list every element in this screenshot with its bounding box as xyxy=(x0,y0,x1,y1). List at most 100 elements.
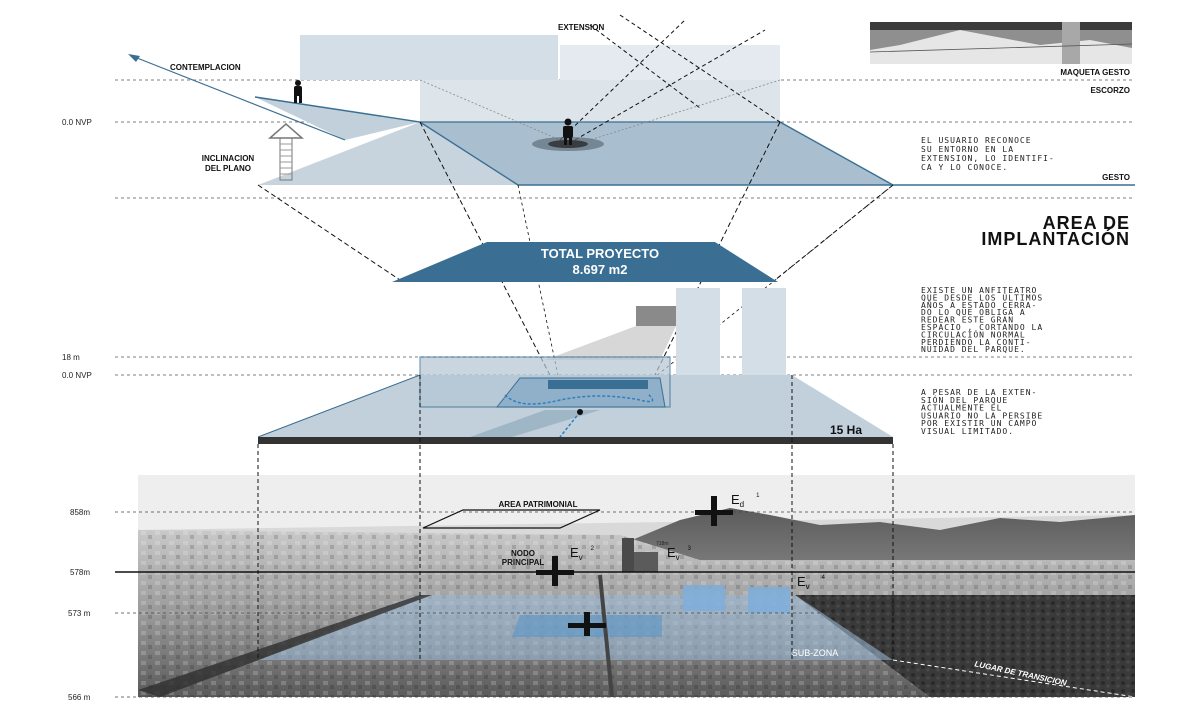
tower xyxy=(676,288,720,375)
ev3-marker: Ev3 xyxy=(667,545,692,562)
area-title-line1: AREA DE xyxy=(1043,213,1130,233)
ha-label: 15 Ha xyxy=(830,423,862,437)
ev2-marker: Ev2 xyxy=(570,545,595,562)
view-cone xyxy=(545,326,676,360)
gesto-outline xyxy=(254,96,893,186)
gesto-label: GESTO xyxy=(1102,173,1130,182)
transition-line xyxy=(892,659,1136,698)
note-line: QUE DESDE LOS ÚLTIMOS xyxy=(921,291,1043,302)
extension-box-2 xyxy=(420,80,780,122)
level-858-label: 858m xyxy=(70,508,90,517)
sight-line xyxy=(574,29,766,141)
note-line: CA Y LO CONOCE. xyxy=(921,163,1008,172)
building-block xyxy=(748,587,790,613)
projection-section: TOTAL PROYECTO 8.697 m2 AREA DE IMPLANTA… xyxy=(257,121,1130,386)
total-proyecto-label: TOTAL PROYECTO xyxy=(541,246,659,261)
level-578-label: 578m xyxy=(70,568,90,577)
note-line: PERDIENDO LA CONTI- xyxy=(921,338,1032,347)
nodo-label-2: PRINCIPAL xyxy=(502,558,545,567)
note-line: USUARIO NO LA PERSIBE xyxy=(921,411,1043,420)
note-line: ACTUALMENTE EL xyxy=(921,404,1002,413)
projection-line xyxy=(257,184,401,281)
person-icon xyxy=(294,80,302,103)
circulation-path xyxy=(504,393,654,405)
extension-box xyxy=(300,35,558,80)
note-line: NUIDAD DEL PARQUE. xyxy=(921,345,1026,354)
site-plane-edge xyxy=(257,374,421,438)
person-dot-icon xyxy=(577,409,583,415)
inclinacion-label: INCLINACION xyxy=(202,154,255,163)
area-patrimonial-outline xyxy=(422,509,601,529)
anfiteatro-stage xyxy=(548,380,648,389)
note-line: EXISTE UN ANFITEATRO xyxy=(921,286,1037,295)
escorzo-label: ESCORZO xyxy=(1090,86,1130,95)
inclinacion-label-2: DEL PLANO xyxy=(205,164,251,173)
middle-section: 18 m 0.0 NVP 15 Ha A PESAR DE LA EXTEN-S… xyxy=(62,288,1135,444)
site-plane-strip xyxy=(470,410,600,437)
maqueta-gesto-photo xyxy=(869,22,1133,64)
extension-box-3 xyxy=(560,45,780,80)
note-line: DO LO QUE OBLIGA A xyxy=(921,308,1026,317)
cross-marker-icon xyxy=(536,556,574,586)
tower xyxy=(742,288,786,375)
note-line: AÑOS A ESTADO CERRA- xyxy=(921,300,1037,310)
aerial-section: 858m 578m 573 m 566 m AREA PATRIMONIAL E… xyxy=(68,375,1136,702)
nodo-label: NODO xyxy=(511,549,535,558)
note-line: EXTENSION, LO IDENTIFI- xyxy=(921,154,1055,163)
ev3-building xyxy=(622,538,634,572)
area-patrimonial-label: AREA PATRIMONIAL xyxy=(499,500,578,509)
extension-label: EXTENSION xyxy=(558,23,604,32)
note-line: A PESAR DE LA EXTEN- xyxy=(921,388,1037,397)
nvp-top-label: 0.0 NVP xyxy=(62,118,92,127)
contemplacion-ramp xyxy=(255,97,420,140)
park-dark-area xyxy=(795,595,1135,697)
projection-line xyxy=(517,184,561,386)
note-line: SIÓN DEL PARQUE xyxy=(921,394,1008,405)
street xyxy=(138,595,432,697)
contemplacion-line xyxy=(131,55,346,141)
area-title-line2: IMPLANTACIÓN xyxy=(981,228,1130,249)
cross-marker-icon xyxy=(695,496,733,526)
note-line: ESPACIO , CORTANDO LA xyxy=(921,323,1043,332)
lvl-18-label: 18 m xyxy=(62,353,80,362)
note-line: POR EXISTIR UN CAMPO xyxy=(921,419,1037,428)
note-line: VISUAL LIMITADO. xyxy=(921,427,1014,436)
sight-line xyxy=(589,79,781,141)
note-line: EL USUARIO RECONOCE xyxy=(921,136,1032,145)
sight-line xyxy=(589,24,701,109)
note-3: A PESAR DE LA EXTEN-SIÓN DEL PARQUEACTUA… xyxy=(921,388,1043,436)
ev4-marker: Ev4 xyxy=(797,574,826,591)
gesto-plane xyxy=(420,122,893,185)
note-line: CIRCULACIÓN NORMAL xyxy=(921,328,1026,339)
gesto-line xyxy=(779,121,894,186)
building-block xyxy=(683,585,725,611)
maqueta-gesto-label: MAQUETA GESTO xyxy=(1060,68,1130,77)
note-line: SU ENTORNO EN LA xyxy=(921,145,1014,154)
circulation-path xyxy=(559,411,581,438)
sky xyxy=(138,475,1135,530)
person-icon xyxy=(563,118,573,145)
ha-bar xyxy=(258,437,893,444)
grey-block xyxy=(636,306,676,326)
level-566-label: 566 m xyxy=(68,693,91,702)
street xyxy=(598,574,614,698)
top-section: EXTENSION CONTEMPLACION MAQUETA GESTO ES… xyxy=(62,14,1135,199)
sub-zona-label: SUB-ZONA xyxy=(792,648,839,658)
ev3-building-2 xyxy=(634,552,658,572)
ed1-marker: Ed1 xyxy=(731,492,760,509)
level-573-label: 573 m xyxy=(68,609,91,618)
total-proyecto-banner xyxy=(392,242,778,282)
ev3-small: 718m xyxy=(656,541,669,547)
contemplacion-label: CONTEMPLACION xyxy=(170,63,241,72)
gesto-plane-left xyxy=(258,122,518,185)
total-proyecto-value: 8.697 m2 xyxy=(573,262,628,277)
cross-marker-icon xyxy=(568,612,606,636)
sight-line xyxy=(559,19,686,141)
contemplacion-arrowhead xyxy=(128,54,140,62)
sight-line xyxy=(419,79,561,141)
inclinacion-arrow-icon xyxy=(268,123,304,181)
nvp-mid-label: 0.0 NVP xyxy=(62,371,92,380)
